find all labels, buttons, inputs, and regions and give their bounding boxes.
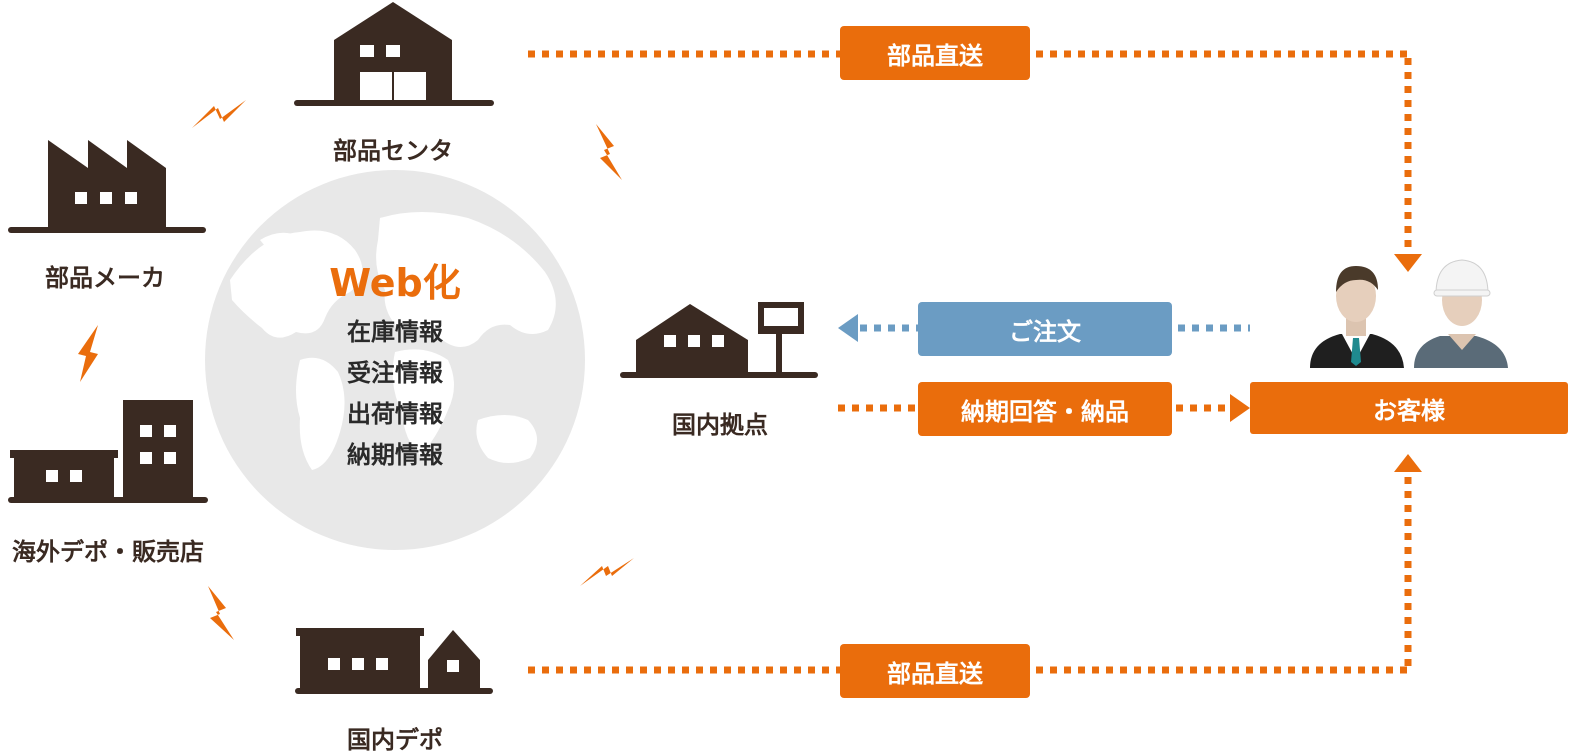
lightning-icon <box>192 100 246 128</box>
delivery-response-box: 納期回答・納品 <box>918 382 1172 436</box>
lightning-icon <box>580 558 634 586</box>
order-box: ご注文 <box>918 302 1172 356</box>
arrow-up-icon <box>1394 454 1422 472</box>
web-info-item: 納期情報 <box>347 441 443 469</box>
arrow-down-icon <box>1394 254 1422 272</box>
direct-delivery-bottom-box: 部品直送 <box>840 644 1030 698</box>
parts-center-label: 部品センタ <box>333 137 453 165</box>
domestic-base-label: 国内拠点 <box>672 411 768 439</box>
lightning-icon <box>208 586 234 640</box>
web-title: Web化 <box>329 261 461 305</box>
domestic-depot-label: 国内デポ <box>347 726 443 754</box>
parts-maker-label: 部品メーカ <box>45 264 165 292</box>
lightning-icon <box>596 124 622 180</box>
arrow-right-icon <box>1230 394 1250 422</box>
domestic-depot-building-icon <box>295 628 493 694</box>
globe-icon <box>205 170 585 550</box>
lightning-icon <box>78 325 98 382</box>
overseas-depot-label: 海外デポ・販売店 <box>12 538 204 566</box>
arrow-left-icon <box>838 314 858 342</box>
customer-box: お客様 <box>1250 382 1568 434</box>
parts-center-building-icon <box>294 2 494 106</box>
web-info-item: 在庫情報 <box>347 318 443 346</box>
overseas-depot-building-icon <box>8 400 208 503</box>
factory-icon <box>8 140 206 233</box>
web-info-list: 在庫情報 受注情報 出荷情報 納期情報 <box>325 312 465 476</box>
web-info-item: 受注情報 <box>347 359 443 387</box>
worker-icon <box>1414 259 1508 368</box>
direct-delivery-top-box: 部品直送 <box>840 26 1030 80</box>
businessman-icon <box>1310 266 1404 368</box>
domestic-base-building-icon <box>620 302 818 378</box>
web-info-item: 出荷情報 <box>347 400 443 428</box>
